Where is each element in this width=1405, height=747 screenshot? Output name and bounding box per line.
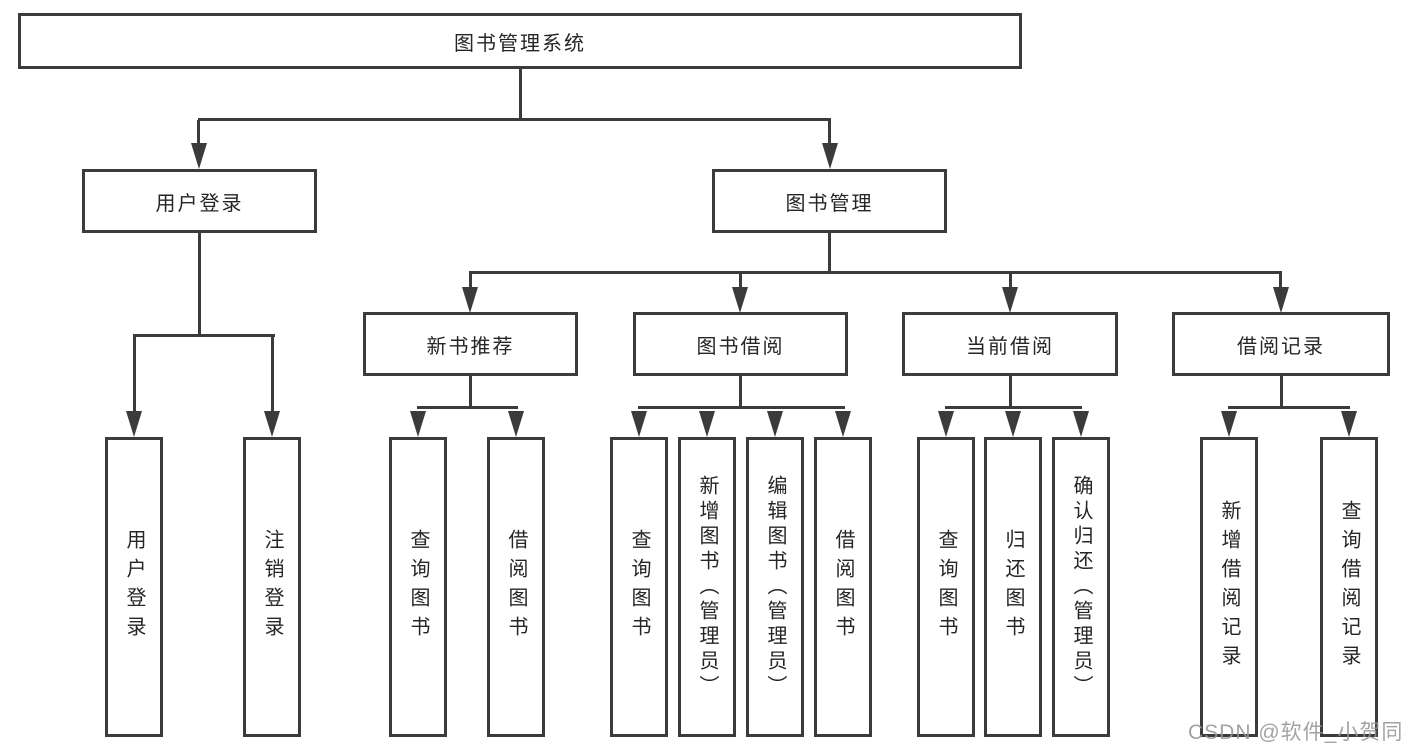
connector-line [1009, 273, 1012, 288]
leaf-borrowing-edit-books-admin: 编辑图书（管理员） [746, 437, 804, 737]
leaf-current-return-books-label: 归还图书 [1002, 529, 1024, 645]
node-new-book-recommend: 新书推荐 [363, 312, 578, 376]
connector-line [739, 376, 742, 408]
leaf-current-query-books: 查询图书 [917, 437, 975, 737]
connector-line [638, 406, 845, 409]
leaf-borrowing-query-books-label: 查询图书 [628, 529, 650, 645]
node-borrow-records: 借阅记录 [1172, 312, 1390, 376]
leaf-current-confirm-return-admin-label: 确认归还（管理员） [1070, 474, 1092, 700]
connector-arrowhead [822, 143, 838, 169]
leaf-records-add-record-label: 新增借阅记录 [1218, 500, 1240, 674]
connector-arrowhead [1341, 411, 1357, 437]
leaf-borrowing-query-books: 查询图书 [610, 437, 668, 737]
connector-arrowhead [126, 411, 142, 437]
connector-line [1279, 273, 1282, 288]
node-book-borrowing-label: 图书借阅 [696, 335, 785, 358]
connector-line [828, 233, 831, 274]
connector-arrowhead [699, 411, 715, 437]
connector-line [133, 334, 275, 337]
leaf-records-query-record-label: 查询借阅记录 [1338, 500, 1360, 674]
leaf-newbook-query-books-label: 查询图书 [407, 529, 429, 645]
leaf-logout: 注销登录 [243, 437, 301, 737]
connector-line [1228, 406, 1350, 409]
connector-line [469, 273, 472, 288]
node-book-management: 图书管理 [712, 169, 947, 233]
connector-line [739, 273, 742, 288]
leaf-records-add-record: 新增借阅记录 [1200, 437, 1258, 737]
node-root-label: 图书管理系统 [454, 32, 586, 55]
node-user-login: 用户登录 [82, 169, 317, 233]
leaf-borrowing-edit-books-admin-label: 编辑图书（管理员） [764, 474, 786, 700]
connector-line [469, 271, 1282, 274]
connector-arrowhead [508, 411, 524, 437]
leaf-borrowing-add-books-admin: 新增图书（管理员） [678, 437, 736, 737]
node-current-borrowing: 当前借阅 [902, 312, 1118, 376]
connector-arrowhead [264, 411, 280, 437]
leaf-user-login-label: 用户登录 [123, 529, 145, 645]
node-book-management-label: 图书管理 [785, 192, 874, 215]
leaf-borrowing-borrow-books: 借阅图书 [814, 437, 872, 737]
leaf-records-query-record: 查询借阅记录 [1320, 437, 1378, 737]
connector-line [133, 336, 136, 411]
connector-arrowhead [462, 287, 478, 313]
connector-line [828, 120, 831, 144]
leaf-borrowing-add-books-admin-label: 新增图书（管理员） [696, 474, 718, 700]
connector-arrowhead [1221, 411, 1237, 437]
connector-line [197, 120, 200, 144]
connector-line [1009, 376, 1012, 408]
connector-arrowhead [767, 411, 783, 437]
connector-line [945, 406, 1082, 409]
connector-arrowhead [1002, 287, 1018, 313]
connector-line [469, 376, 472, 408]
csdn-watermark: CSDN @软件_小贺同学 [1188, 721, 1405, 744]
node-new-book-recommend-label: 新书推荐 [426, 335, 515, 358]
connector-line [198, 118, 831, 121]
connector-arrowhead [1073, 411, 1089, 437]
node-book-borrowing: 图书借阅 [633, 312, 848, 376]
connector-arrowhead [631, 411, 647, 437]
connector-arrowhead [191, 143, 207, 169]
connector-arrowhead [938, 411, 954, 437]
leaf-logout-label: 注销登录 [261, 529, 283, 645]
connector-line [198, 233, 201, 337]
leaf-current-return-books: 归还图书 [984, 437, 1042, 737]
leaf-newbook-query-books: 查询图书 [389, 437, 447, 737]
connector-line [1280, 376, 1283, 408]
connector-arrowhead [1005, 411, 1021, 437]
leaf-newbook-borrow-books-label: 借阅图书 [505, 529, 527, 645]
leaf-borrowing-borrow-books-label: 借阅图书 [832, 529, 854, 645]
leaf-user-login: 用户登录 [105, 437, 163, 737]
leaf-current-query-books-label: 查询图书 [935, 529, 957, 645]
connector-line [519, 69, 522, 119]
connector-arrowhead [1273, 287, 1289, 313]
connector-line [271, 336, 274, 411]
node-borrow-records-label: 借阅记录 [1237, 335, 1325, 358]
node-user-login-label: 用户登录 [155, 192, 244, 215]
leaf-newbook-borrow-books: 借阅图书 [487, 437, 545, 737]
node-current-borrowing-label: 当前借阅 [966, 335, 1054, 358]
node-root: 图书管理系统 [18, 13, 1022, 69]
connector-arrowhead [835, 411, 851, 437]
connector-arrowhead [732, 287, 748, 313]
leaf-current-confirm-return-admin: 确认归还（管理员） [1052, 437, 1110, 737]
connector-arrowhead [410, 411, 426, 437]
connector-line [417, 406, 518, 409]
